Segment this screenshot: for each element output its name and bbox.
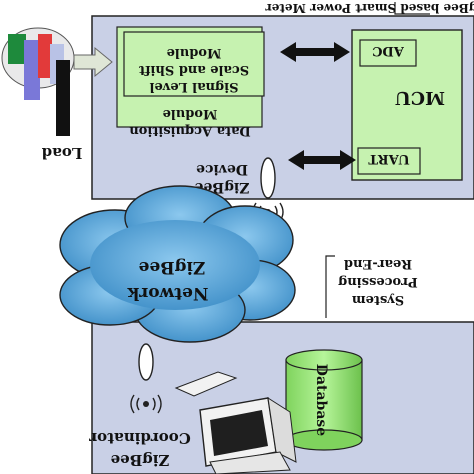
mcu-block: MCU ADC UART [351, 29, 463, 181]
zigbee-uart-arrow [288, 150, 356, 170]
rear-end-line1: Rear-End [344, 256, 412, 271]
load-icon [1, 27, 75, 136]
data-acquisition-module: Signal Level Scale and Shift Module Data… [116, 26, 265, 138]
coordinator-antenna-icon [130, 343, 162, 414]
adc-box [359, 39, 417, 67]
coordinator-line2: Coordinator [88, 429, 191, 447]
load-label: Load [41, 144, 82, 162]
data-acq-line1: Data Acquisition [129, 123, 251, 138]
signal-module-line3: Module [167, 45, 222, 60]
rear-end-line3: System [352, 292, 405, 307]
computer-icon [174, 371, 297, 474]
coordinator-line1: ZigBee [111, 451, 170, 469]
rear-end-line2: Processing [338, 274, 418, 289]
adc-label: ADC [372, 43, 405, 58]
signal-module-line1: Signal Level [149, 79, 238, 94]
module-mcu-arrow [280, 42, 350, 62]
meter-title-callout: ZigBee based Smart Power Meter [265, 1, 474, 15]
meter-title: ZigBee based Smart Power Meter [265, 1, 474, 15]
uart-box [357, 147, 421, 175]
load-to-meter-arrow [73, 46, 113, 78]
database-label: Database [313, 364, 329, 436]
rear-end-callout: Rear-End Processing System [325, 255, 418, 318]
signal-module-line2: Scale and Shift [139, 62, 249, 77]
zigbee-device-line2: Device [196, 161, 248, 177]
zigbee-network-cloud [59, 185, 296, 343]
mcu-label: MCU [395, 87, 445, 108]
uart-label: UART [368, 151, 410, 166]
database-icon: Database [285, 349, 363, 451]
network-line2: Network [126, 283, 208, 303]
data-acq-line2: Module [163, 106, 218, 121]
network-line1: ZigBee [138, 257, 205, 277]
